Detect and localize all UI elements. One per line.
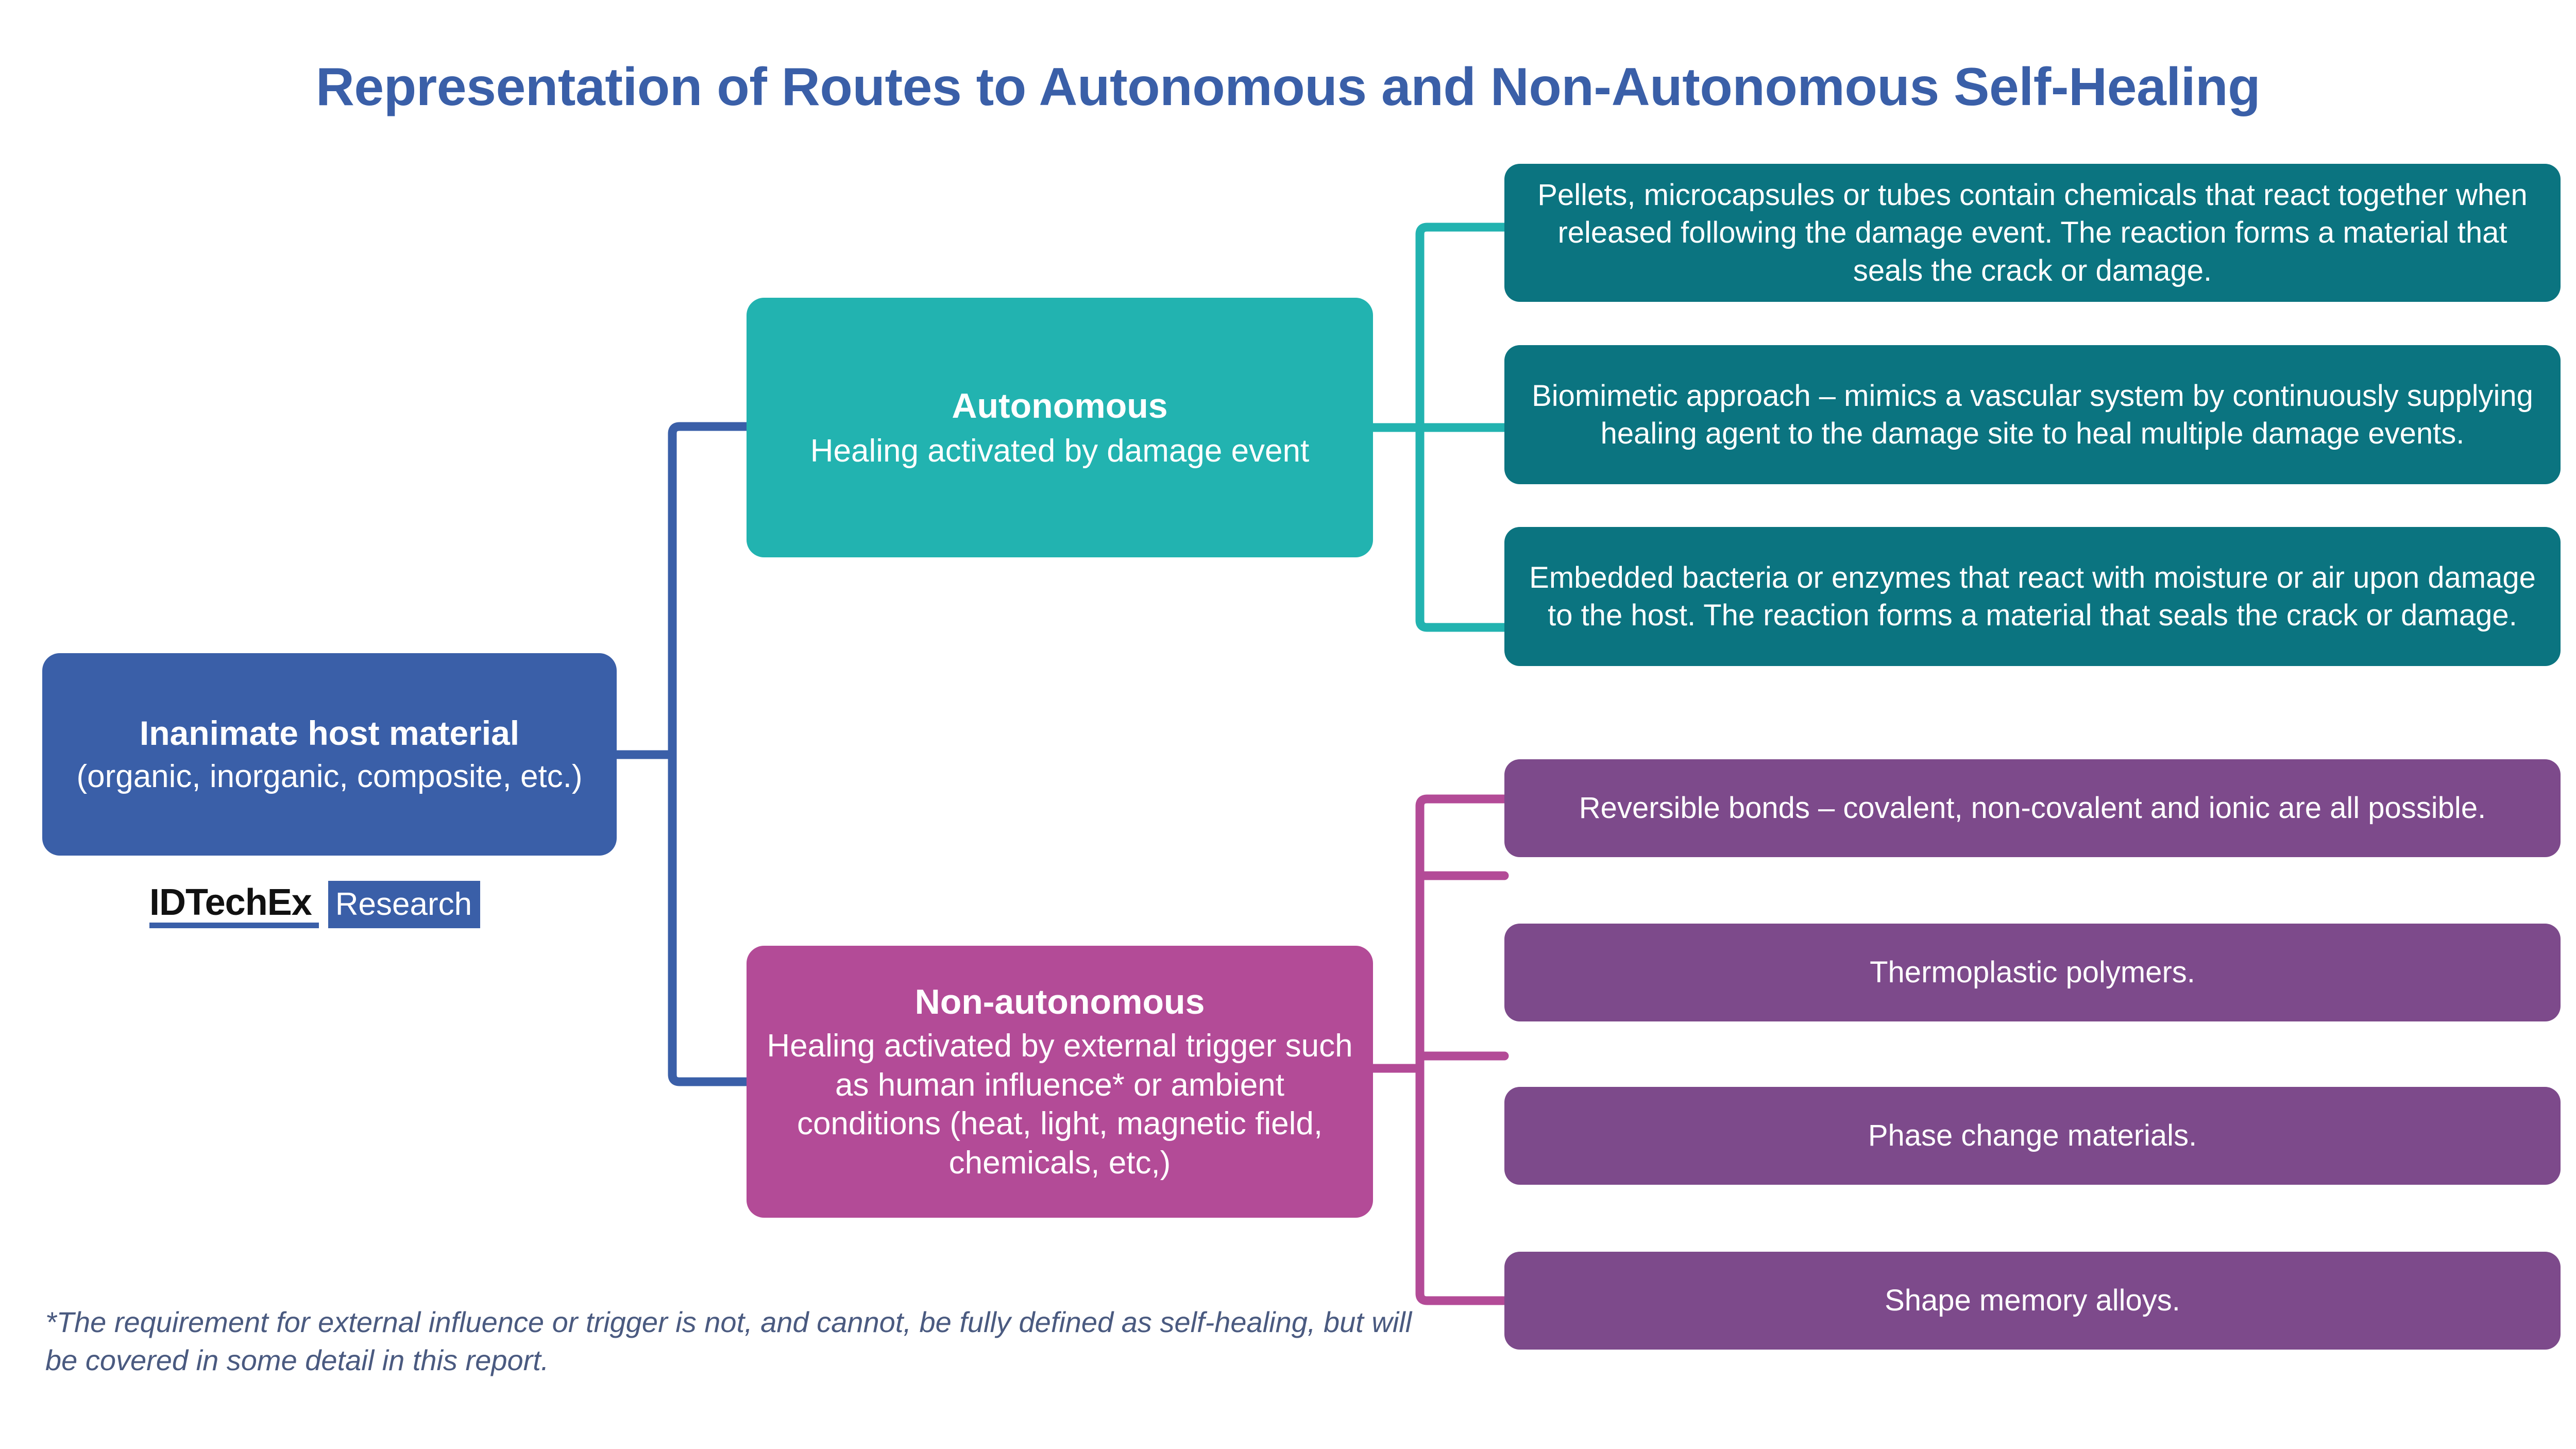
connector-nonautonomous-leaf-3 (1415, 1064, 1509, 1305)
connector-nonautonomous-leaf-2 (1415, 1051, 1509, 1073)
footnote-text: *The requirement for external influence … (45, 1306, 1412, 1376)
page-title: Representation of Routes to Autonomous a… (315, 57, 2261, 117)
non-autonomous-leaf-shape-memory[interactable]: Shape memory alloys. (1504, 1252, 2561, 1350)
connector-host-to-nonautonomous (668, 750, 751, 1086)
host-material-heading: Inanimate host material (139, 714, 520, 753)
non-autonomous-leaf-reversible-bonds[interactable]: Reversible bonds – covalent, non-covalen… (1504, 759, 2561, 857)
autonomous-node[interactable]: Autonomous Healing activated by damage e… (747, 298, 1373, 557)
logo-research-badge: Research (328, 881, 481, 928)
connector-host-to-autonomous (668, 422, 751, 759)
autonomous-heading: Autonomous (952, 386, 1168, 425)
autonomous-subtext: Healing activated by damage event (810, 433, 1310, 469)
non-autonomous-leaf-thermoplastic[interactable]: Thermoplastic polymers. (1504, 924, 2561, 1021)
non-autonomous-heading: Non-autonomous (914, 982, 1205, 1022)
autonomous-leaf-bacteria[interactable]: Embedded bacteria or enzymes that react … (1504, 527, 2561, 666)
autonomous-leaf-vascular[interactable]: Biomimetic approach – mimics a vascular … (1504, 345, 2561, 484)
host-material-subtext: (organic, inorganic, composite, etc.) (76, 758, 583, 794)
non-autonomous-node[interactable]: Non-autonomous Healing activated by exte… (747, 946, 1373, 1218)
non-autonomous-leaf-phase-change[interactable]: Phase change materials. (1504, 1087, 2561, 1185)
connector-autonomous-leaf-0 (1415, 223, 1509, 432)
non-autonomous-subtext: Healing activated by external trigger su… (767, 1028, 1353, 1181)
connector-nonautonomous-leaf-0 (1415, 794, 1509, 1073)
connector-nonautonomous-leaf-1 (1415, 871, 1509, 1073)
connector-autonomous-leaf-2 (1415, 423, 1509, 632)
logo-wordmark: IDTechEx (149, 881, 319, 928)
autonomous-leaf-capsules[interactable]: Pellets, microcapsules or tubes contain … (1504, 164, 2561, 302)
host-material-node[interactable]: Inanimate host material (organic, inorga… (42, 653, 617, 856)
idtechex-research-logo: IDTechEx Research (149, 881, 481, 928)
